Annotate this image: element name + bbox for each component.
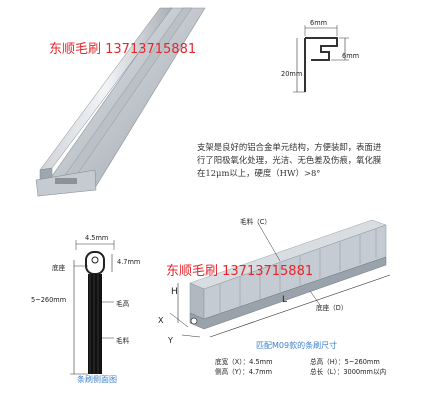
brush-h-label: H bbox=[171, 287, 178, 297]
watermark-top: 东顺毛刷 13713715881 bbox=[49, 42, 197, 57]
description-text: 支架是良好的铝合金单元结构，方便装卸，表面进行了阳极氧化处理，光洁、无色差及伤痕… bbox=[197, 142, 382, 178]
watermark-mid: 东顺毛刷 13713715881 bbox=[166, 264, 314, 279]
spec-width: 底宽（X）：4.5mm bbox=[215, 358, 273, 366]
spec-side: 侧高（Y）：4.7mm bbox=[215, 368, 273, 376]
brush-strip-3d bbox=[169, 219, 391, 338]
brush-side-view bbox=[70, 240, 115, 375]
dim-right-label: 6mm bbox=[342, 52, 360, 60]
dim-top-label: 6mm bbox=[310, 19, 328, 27]
side-bristle-height-label: 毛高 bbox=[116, 300, 130, 308]
dim-height-label: 20mm bbox=[281, 70, 303, 78]
brush-x-label: X bbox=[158, 316, 164, 325]
spec-length: 总长（L）：3000mm以内 bbox=[310, 368, 387, 376]
side-base-dim-label: 4.7mm bbox=[117, 258, 141, 266]
brush-base-label: 底座（D） bbox=[316, 304, 348, 312]
brush-l-label: L bbox=[282, 295, 288, 305]
profile-cross-section bbox=[293, 25, 349, 93]
brush-y-label: Y bbox=[168, 336, 173, 345]
side-base-label: 底座 bbox=[52, 264, 66, 272]
side-width-label: 4.5mm bbox=[85, 234, 109, 242]
side-view-caption: 条刷侧面图 bbox=[77, 375, 117, 384]
brush-bristle-label: 毛料（C） bbox=[240, 218, 271, 226]
side-length-label: 5~260mm bbox=[31, 296, 67, 304]
main-caption: 匹配M09款的条刷尺寸 bbox=[256, 341, 338, 350]
spec-height: 总高（H）：5~260mm bbox=[310, 358, 380, 366]
side-material-label: 毛料 bbox=[116, 337, 130, 345]
